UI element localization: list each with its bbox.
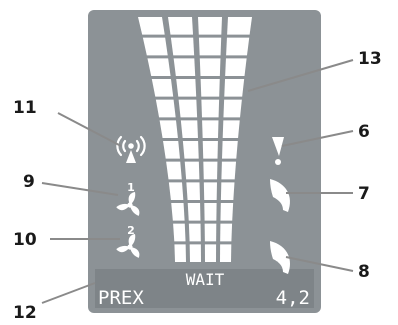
bargraph-segment	[224, 79, 245, 97]
bargraph-segment	[159, 120, 178, 138]
bargraph-segment	[166, 161, 182, 180]
bargraph-segment	[187, 203, 201, 221]
bargraph-segment	[227, 17, 252, 35]
callout-6: 6	[358, 122, 370, 142]
fan-speed-2-icon: 2	[116, 224, 140, 258]
bargraph-segment	[204, 244, 217, 262]
callout-11: 11	[13, 98, 37, 118]
bargraph-segment	[180, 120, 198, 138]
status-label-text: PREX	[98, 287, 144, 309]
bargraph-segment	[173, 223, 186, 242]
leader-8	[285, 256, 354, 272]
bargraph-segment	[220, 203, 234, 221]
bargraph-segment	[168, 17, 194, 35]
bargraph-segment	[138, 17, 165, 35]
callout-12: 12	[13, 303, 37, 323]
bargraph-segment	[201, 99, 220, 118]
bargraph-segment	[203, 182, 217, 200]
status-top-text: WAIT	[186, 270, 225, 289]
bargraph-segment	[184, 161, 200, 180]
callout-13: 13	[358, 49, 382, 69]
bargraph-segment	[222, 120, 240, 138]
bargraph-segment	[178, 99, 198, 118]
exclamation-warning-icon	[272, 137, 284, 165]
callout-7: 7	[358, 184, 370, 204]
bargraph-segment	[202, 141, 218, 159]
bargraph-segment	[221, 161, 237, 180]
bargraph-segment	[199, 58, 221, 76]
bargraph-segment	[142, 37, 168, 56]
bargraph-segment	[226, 37, 250, 56]
bargraph-segment	[171, 203, 185, 221]
bargraph-segment	[168, 182, 184, 200]
auto-mode-icon: A	[270, 179, 290, 212]
bargraph-segment	[188, 223, 201, 242]
auto-mode-letter: A	[271, 199, 278, 209]
bargraph-segment	[223, 99, 242, 118]
bargraph-segment	[151, 79, 174, 97]
leader-11	[57, 112, 122, 147]
bargraph-segment	[163, 141, 180, 159]
bargraph-segment	[222, 141, 238, 159]
bargraph-segment	[189, 244, 201, 262]
bargraph-segment	[220, 182, 235, 200]
bargraph-segment	[155, 99, 176, 118]
fan-speed-1-icon: 1	[116, 181, 140, 216]
callout-8: 8	[358, 262, 370, 282]
callout-9: 9	[23, 172, 35, 192]
bargraph-segment	[220, 223, 233, 242]
callout-lines	[41, 59, 354, 304]
fan-2-digit: 2	[127, 224, 135, 237]
bargraph-segment	[220, 244, 232, 262]
bargraph-segment	[225, 58, 247, 76]
bargraph-segment	[202, 120, 219, 138]
bargraph-segment	[173, 58, 196, 76]
bargraph-segment	[174, 244, 186, 262]
leader-9	[41, 182, 119, 196]
bargraph-segment	[147, 58, 171, 76]
fan-1-digit: 1	[127, 181, 135, 194]
radio-antenna-icon	[116, 135, 146, 163]
callout-10: 10	[13, 230, 37, 250]
bargraph-segment	[204, 203, 217, 221]
leader-12	[41, 282, 96, 304]
leader-6	[281, 130, 354, 147]
bargraph	[138, 17, 252, 262]
bargraph-segment	[182, 141, 199, 159]
bargraph-segment	[200, 79, 220, 97]
status-bar	[95, 269, 314, 308]
bargraph-segment	[170, 37, 195, 56]
bargraph-segment	[198, 17, 222, 35]
bargraph-segment	[203, 161, 218, 180]
bargraph-segment	[186, 182, 201, 200]
manual-mode-icon: M	[270, 241, 290, 274]
bargraph-segment	[176, 79, 197, 97]
manual-mode-letter: M	[270, 261, 279, 271]
status-value-text: 4,2	[276, 287, 310, 309]
bargraph-segment	[204, 223, 217, 242]
leader-13	[247, 59, 354, 92]
bargraph-segment	[198, 37, 222, 56]
